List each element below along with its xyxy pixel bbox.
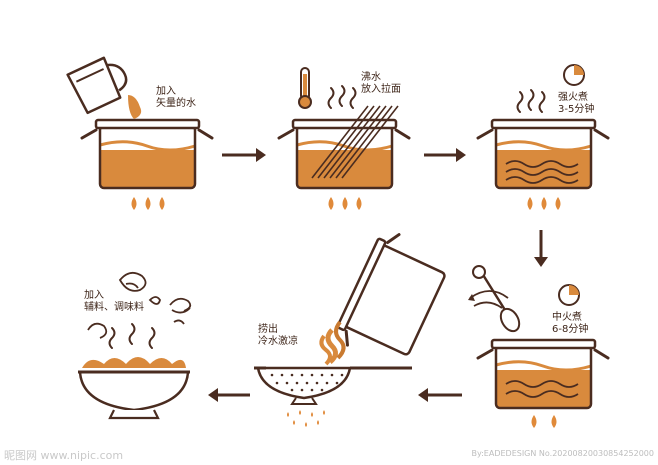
step6-steam	[108, 323, 156, 349]
step3-label-line1: 强火煮	[558, 92, 588, 103]
step2-flames	[328, 197, 362, 210]
watermark-right: By:EADEDESIGN No.20200820030854252000	[471, 449, 654, 458]
step1-pot	[80, 118, 214, 190]
step1-label-line1: 加入	[156, 86, 176, 97]
step3-label: 强火煮 3-5分钟	[558, 92, 594, 116]
step3-label-line2: 3-5分钟	[558, 104, 595, 115]
step4-label: 中火煮 6-8分钟	[552, 312, 588, 336]
step6-ingredients	[87, 271, 192, 339]
step2-label-line2: 放入拉面	[361, 84, 401, 95]
step5-label-line1: 捞出	[258, 324, 278, 335]
step6-bowl	[78, 357, 190, 420]
step4-label-line2: 6-8分钟	[552, 324, 589, 335]
step5-tilted-pot	[336, 233, 446, 356]
arrow-down	[534, 230, 548, 267]
step5-drips	[287, 410, 325, 427]
step5-colander	[254, 366, 412, 405]
step4-label-line1: 中火煮	[552, 312, 582, 323]
step2-pot	[277, 118, 411, 190]
step2-noodles	[311, 105, 399, 179]
step3-pot	[476, 118, 610, 190]
arrow-right-2	[424, 148, 466, 162]
step6-label-line2: 辅料、调味料	[84, 302, 144, 313]
step1-label: 加入 矢量的水	[156, 86, 196, 110]
step6-label-line1: 加入	[84, 290, 104, 301]
step5-label-line2: 冷水激凉	[258, 336, 298, 347]
step3-flames	[527, 197, 561, 210]
step6-label: 加入 辅料、调味料	[84, 290, 144, 314]
step3-steam	[516, 89, 546, 113]
step4-spoon	[468, 265, 521, 333]
step4-flames	[531, 415, 557, 428]
step3-timer-icon	[563, 64, 585, 86]
step2-steam	[327, 85, 357, 109]
arrow-right-1	[222, 148, 266, 162]
watermark-left: 昵图网 www.nipic.com	[4, 449, 124, 462]
step4-timer-icon	[558, 284, 580, 306]
step4-pot	[476, 338, 610, 410]
arrow-left-1	[418, 388, 462, 402]
step2-label: 沸水 放入拉面	[361, 72, 401, 96]
step5-noodles-falling	[319, 320, 346, 366]
step1-label-line2: 矢量的水	[156, 98, 196, 109]
step1-flames	[131, 197, 165, 210]
arrow-left-2	[208, 388, 250, 402]
step2-thermometer	[298, 67, 312, 109]
step5-label: 捞出 冷水激凉	[258, 324, 298, 348]
step2-label-line1: 沸水	[361, 72, 381, 83]
step1-pitcher	[66, 56, 142, 119]
